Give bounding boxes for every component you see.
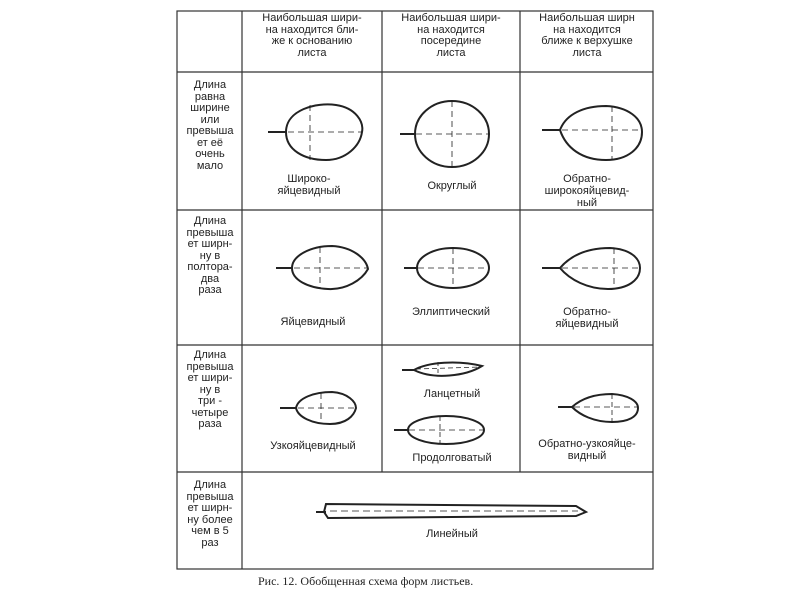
row-label-1-5x: Длина превыша ет ширн- ну в полтора- два… bbox=[186, 215, 234, 296]
label-linear: Линейный bbox=[426, 528, 478, 540]
label-round: Округлый bbox=[427, 180, 477, 192]
leaf-obovate-broad bbox=[542, 104, 644, 162]
row-label-5x: Длина превыша ет ширн- ну более чем в 5 … bbox=[186, 479, 234, 549]
label-elliptic: Эллиптический bbox=[411, 306, 491, 318]
label-narrow-ovate: Узкояйцевидный bbox=[270, 440, 356, 452]
label-obovate-narrow: Обратно-узкояйце- видный bbox=[538, 438, 636, 462]
label-obovate: Обратно- яйцевидный bbox=[555, 306, 619, 330]
leaf-broad-ovate bbox=[268, 103, 364, 162]
row-label-3-4x: Длина превыша ет шири- ну в три - четыре… bbox=[186, 349, 234, 430]
leaf-linear bbox=[316, 502, 589, 520]
table-border bbox=[176, 10, 654, 570]
row-label-equal: Длина равна ширине или превыша ет её оче… bbox=[186, 79, 234, 172]
leaf-shape-table: Наибольшая шири- на находится бли- же к … bbox=[176, 10, 654, 570]
table-drawing bbox=[176, 10, 654, 570]
label-broad-ovate: Широко- яйцевидный bbox=[277, 173, 341, 197]
header-tip: Наибольшая ширн на находится ближе к вер… bbox=[539, 12, 635, 59]
header-middle: Наибольшая шири- на находится посередине… bbox=[401, 12, 501, 59]
leaf-narrow-ovate bbox=[280, 390, 358, 426]
leaf-elliptic bbox=[404, 247, 490, 289]
leaf-obovate bbox=[542, 246, 642, 291]
label-lanceolate: Ланцетный bbox=[423, 388, 481, 400]
header-base: Наибольшая шири- на находится бли- же к … bbox=[262, 12, 362, 59]
leaf-lanceolate bbox=[402, 361, 485, 377]
label-oblong: Продолговатый bbox=[412, 452, 492, 464]
leaf-obovate-narrow bbox=[558, 392, 640, 424]
leaf-oblong bbox=[394, 415, 485, 445]
label-ovate: Яйцевидный bbox=[280, 316, 346, 328]
figure-caption: Рис. 12. Обобщенная схема форм листьев. bbox=[258, 574, 474, 588]
leaf-round bbox=[400, 100, 490, 168]
leaf-ovate bbox=[276, 244, 370, 291]
label-obovate-broad: Обратно- широкояйцевид- ный bbox=[544, 173, 630, 209]
